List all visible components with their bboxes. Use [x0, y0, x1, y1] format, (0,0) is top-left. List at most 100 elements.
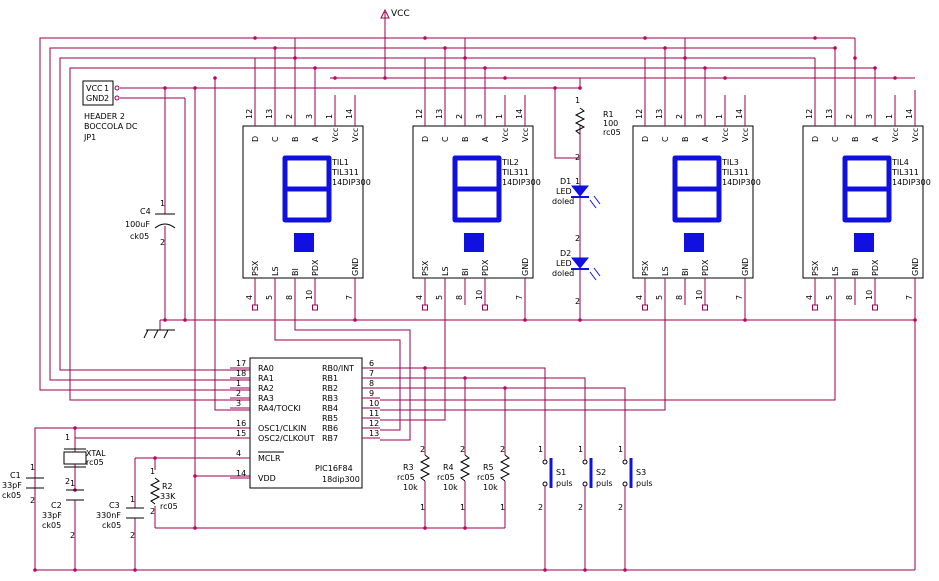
data-buses: [39, 37, 876, 411]
seven-segment-digit: [672, 155, 722, 223]
r1-pin1: 1: [575, 96, 580, 105]
display-bottom-pin-num: 5: [435, 295, 444, 300]
c1-value: 33pF: [2, 481, 22, 490]
header-label-2: BOCCOLA DC: [84, 122, 138, 131]
vcc-label: VCC: [391, 9, 410, 19]
display-bottom-pin-label: GND: [521, 258, 530, 276]
c2-pin1: 1: [70, 479, 75, 488]
display-bottom-pin-label: LS: [441, 266, 450, 276]
unconnected-pin-marker: [422, 304, 428, 311]
r5-pin1: 1: [500, 503, 505, 512]
display-top-pin-num: 2: [845, 114, 854, 119]
mcu-pin-label: RB2: [322, 384, 338, 393]
r2-pin1: 1: [150, 467, 155, 476]
display-top-pin-num: 13: [825, 109, 834, 119]
xtal-pkg: rc05: [86, 458, 104, 467]
unconnected-pin-marker: [872, 304, 878, 311]
r5-pin2: 2: [500, 445, 505, 454]
s1-name: S1: [556, 468, 566, 477]
resistor-r1: 1 2 R1 100 rc05: [574, 96, 621, 162]
mcu-pin-num: 9: [369, 389, 374, 398]
c2-pkg: ck05: [42, 521, 61, 530]
r2-pin2: 2: [150, 507, 155, 516]
display-top-pin-num: 3: [865, 114, 874, 119]
display-top-pin-num: 14: [345, 109, 354, 119]
r3-name: R3: [403, 463, 414, 472]
mcu-pin-label: RB0/INT: [322, 364, 354, 373]
switch-wiring: [155, 367, 626, 570]
mcu-pin-label: RA1: [258, 374, 274, 383]
display-til2: 12D13C2B3A1Vcc14VccTIL2TIL31114DIP300PSX…: [412, 95, 541, 311]
display-bottom-pin-label: LS: [831, 266, 840, 276]
display-name: TIL4: [891, 158, 909, 167]
d1-pin1: 1: [575, 177, 580, 186]
mcu-pin-num: 7: [369, 369, 374, 378]
display-bottom-pin-label: GND: [351, 258, 360, 276]
display-top-pin-num: 1: [325, 114, 334, 119]
display-bottom-pin-label: GND: [911, 258, 920, 276]
mcu-pin-label: RB4: [322, 404, 338, 413]
display-bottom-pin-num: 7: [735, 295, 744, 300]
display-top-pin-label: C: [271, 136, 280, 142]
mcu-pin-num: 12: [369, 419, 379, 428]
c3-pkg: ck05: [102, 521, 121, 530]
display-bottom-pin-num: 5: [825, 295, 834, 300]
mcu-name: PIC16F84: [315, 464, 353, 473]
display-part: TIL311: [891, 168, 919, 177]
display-top-pin-num: 14: [515, 109, 524, 119]
display-top-pin-label: A: [311, 136, 320, 142]
display-bottom-pin-num: 10: [305, 290, 314, 300]
display-top-pin-num: 3: [305, 114, 314, 119]
r1-pin2: 2: [575, 153, 580, 162]
s3-pin1: 1: [618, 445, 623, 454]
display-top-pin-label: C: [441, 136, 450, 142]
led-d1: 1 2 D1 LED doled: [552, 158, 601, 258]
mcu-pin-label: RB7: [322, 434, 338, 443]
s2-name: S2: [596, 468, 606, 477]
display-top-pin-label: B: [461, 137, 470, 143]
c1-pin1: 1: [30, 463, 35, 472]
mcu-pic16f84: PIC16F84 18dip300 17RA018RA11RA22RA33RA4…: [230, 357, 380, 489]
r2-pkg: rc05: [160, 502, 178, 511]
display-body: [632, 125, 754, 279]
display-bottom-pin-num: 7: [345, 295, 354, 300]
r4-pin2: 2: [460, 445, 465, 454]
display-top-pin-num: 12: [245, 109, 254, 119]
display-bottom-pin-label: GND: [741, 258, 750, 276]
r2-name: R2: [162, 482, 173, 491]
r4-name: R4: [443, 463, 454, 472]
unconnected-pin-marker: [312, 304, 318, 311]
display-bottom-pin-num: 8: [845, 295, 854, 300]
display-top-pin-label: D: [421, 136, 430, 142]
display-top-pin-label: C: [661, 136, 670, 142]
header-pin1-num: 1: [104, 84, 109, 93]
r5-value: 10k: [483, 483, 498, 492]
display-bottom-pin-num: 8: [675, 295, 684, 300]
unconnected-pin-marker: [812, 304, 818, 311]
display-top-pin-num: 12: [805, 109, 814, 119]
mcu-pin-num: 11: [369, 409, 379, 418]
display-top-pin-label: C: [831, 136, 840, 142]
c3-pin1: 1: [130, 495, 135, 504]
d1-name: D1: [560, 177, 571, 186]
r4-pin1: 1: [460, 503, 465, 512]
display-top-pin-num: 14: [905, 109, 914, 119]
display-bottom-pin-label: BI: [851, 268, 860, 276]
display-top-pin-num: 13: [265, 109, 274, 119]
r5-name: R5: [483, 463, 494, 472]
xtal-pin2: 2: [65, 477, 70, 486]
display-bottom-pin-label: BI: [681, 268, 690, 276]
decimal-point: [854, 233, 874, 252]
d1-type: LED: [556, 187, 572, 196]
mcu-pin-label: RB3: [322, 394, 338, 403]
unconnected-pin-marker: [252, 304, 258, 311]
